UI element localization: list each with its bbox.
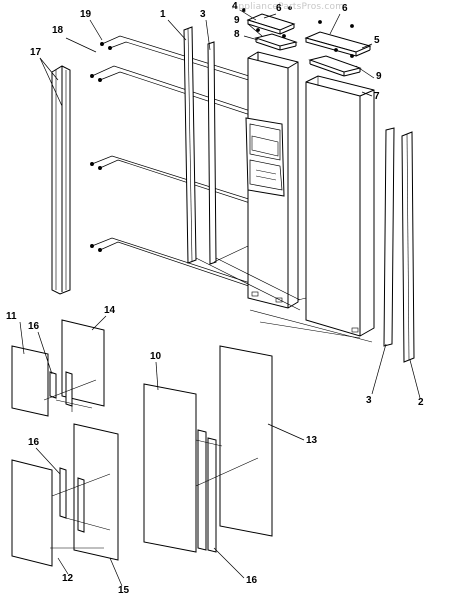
freezer-door: [245, 51, 299, 309]
callout-6-right: 6: [342, 3, 348, 14]
door-caps: [242, 6, 372, 77]
callout-7: 7: [374, 91, 380, 102]
callout-10: 10: [150, 351, 162, 362]
panel-10: [143, 383, 197, 553]
callout-19: 19: [80, 9, 92, 20]
fresh-food-door: [305, 75, 375, 337]
callout-5: 5: [374, 35, 380, 46]
callout-18: 18: [52, 25, 64, 36]
callout-2: 2: [418, 397, 424, 408]
panel-13: [219, 345, 273, 537]
part-17-side-trim: [51, 65, 71, 295]
callout-13: 13: [306, 435, 318, 446]
callout-6: 6: [276, 3, 282, 14]
callout-3: 3: [200, 9, 206, 20]
panel-12: [11, 459, 53, 567]
callout-4: 4: [232, 1, 238, 12]
callout-15: 15: [118, 585, 130, 596]
part-3-strip-upper: [207, 41, 217, 265]
panel-15: [73, 423, 119, 561]
part-2-strip-right: [401, 131, 415, 363]
guide-lines-upper: [195, 245, 373, 343]
part-3-strip-right: [383, 127, 395, 347]
panel-11: [11, 345, 49, 417]
callout-16: 16: [28, 321, 40, 332]
callout-1: 1: [160, 9, 166, 20]
strips-16b: [50, 467, 111, 549]
callout-12: 12: [62, 573, 74, 584]
callout-8: 8: [234, 29, 240, 40]
leader-lines: [19, 9, 421, 587]
strips-16c: [195, 429, 259, 553]
callout-16-lower: 16: [28, 437, 40, 448]
callout-3-right: 3: [366, 395, 372, 406]
strips-16a: [43, 371, 97, 412]
callout-16-center: 16: [246, 575, 258, 586]
callout-17: 17: [30, 47, 42, 58]
callout-9: 9: [234, 15, 240, 26]
callout-9-right: 9: [376, 71, 382, 82]
watermark-text: AppliancePartsPros.com: [232, 2, 345, 12]
callout-14: 14: [104, 305, 116, 316]
screws-18-19: [90, 35, 297, 303]
part-1-gasket: [183, 26, 197, 264]
callout-11: 11: [6, 311, 17, 322]
